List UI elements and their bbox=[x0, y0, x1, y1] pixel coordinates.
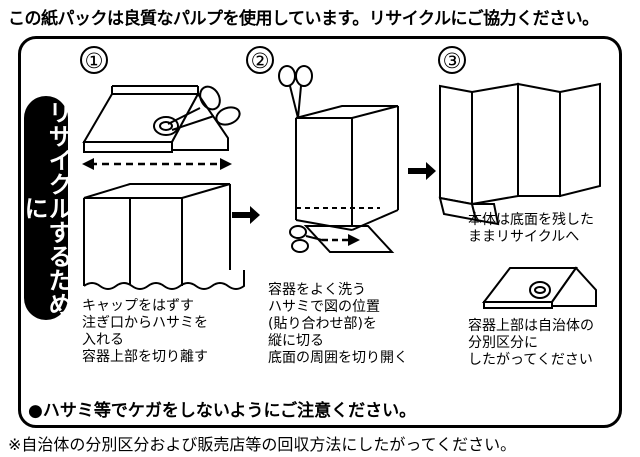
warning-text: ●ハサミ等でケガをしないようにご注意ください。 bbox=[28, 401, 417, 421]
carton-bottom-illustration bbox=[83, 183, 245, 290]
scissors-small-icon bbox=[289, 225, 323, 253]
instruction-panel bbox=[18, 36, 622, 428]
cut-arrow-left bbox=[82, 158, 94, 170]
step-2-caption: 容器をよく洗う ハサミで図の位置 (貼り合わせ部)を 縦に切る 底面の周囲を切り… bbox=[268, 282, 408, 366]
small-carton-top-illustration bbox=[481, 266, 597, 309]
side-banner bbox=[24, 96, 68, 320]
step-3-caption-top: 本体は底面を残した ままリサイクルへ bbox=[468, 212, 594, 245]
step-3-caption-bottom: 容器上部は自治体の 分別区分に したがってください bbox=[468, 318, 594, 368]
step-2-number: ② bbox=[246, 46, 274, 74]
open-carton-illustration bbox=[295, 105, 399, 253]
side-title: リサイクルするために bbox=[20, 100, 72, 316]
step-1-caption: キャップをはずす 注ぎ口からハサミを 入れる 容器上部を切り離す bbox=[82, 298, 208, 365]
cut-arrow-right bbox=[220, 158, 232, 170]
flattened-carton-illustration bbox=[438, 82, 601, 226]
scissors-icon bbox=[167, 85, 241, 131]
next-arrow bbox=[408, 162, 436, 180]
step-3-number: ③ bbox=[438, 46, 466, 74]
footnote-text: ※自治体の分別区分および販売店等の回収方法にしたがってください。 bbox=[8, 435, 517, 454]
step-1-number: ① bbox=[80, 46, 108, 74]
header-text: この紙パックは良質なパルプを使用しています。リサイクルにご協力ください。 bbox=[8, 9, 599, 29]
next-arrow bbox=[232, 206, 260, 224]
scissors-icon bbox=[278, 65, 313, 119]
carton-top-illustration bbox=[82, 85, 229, 153]
